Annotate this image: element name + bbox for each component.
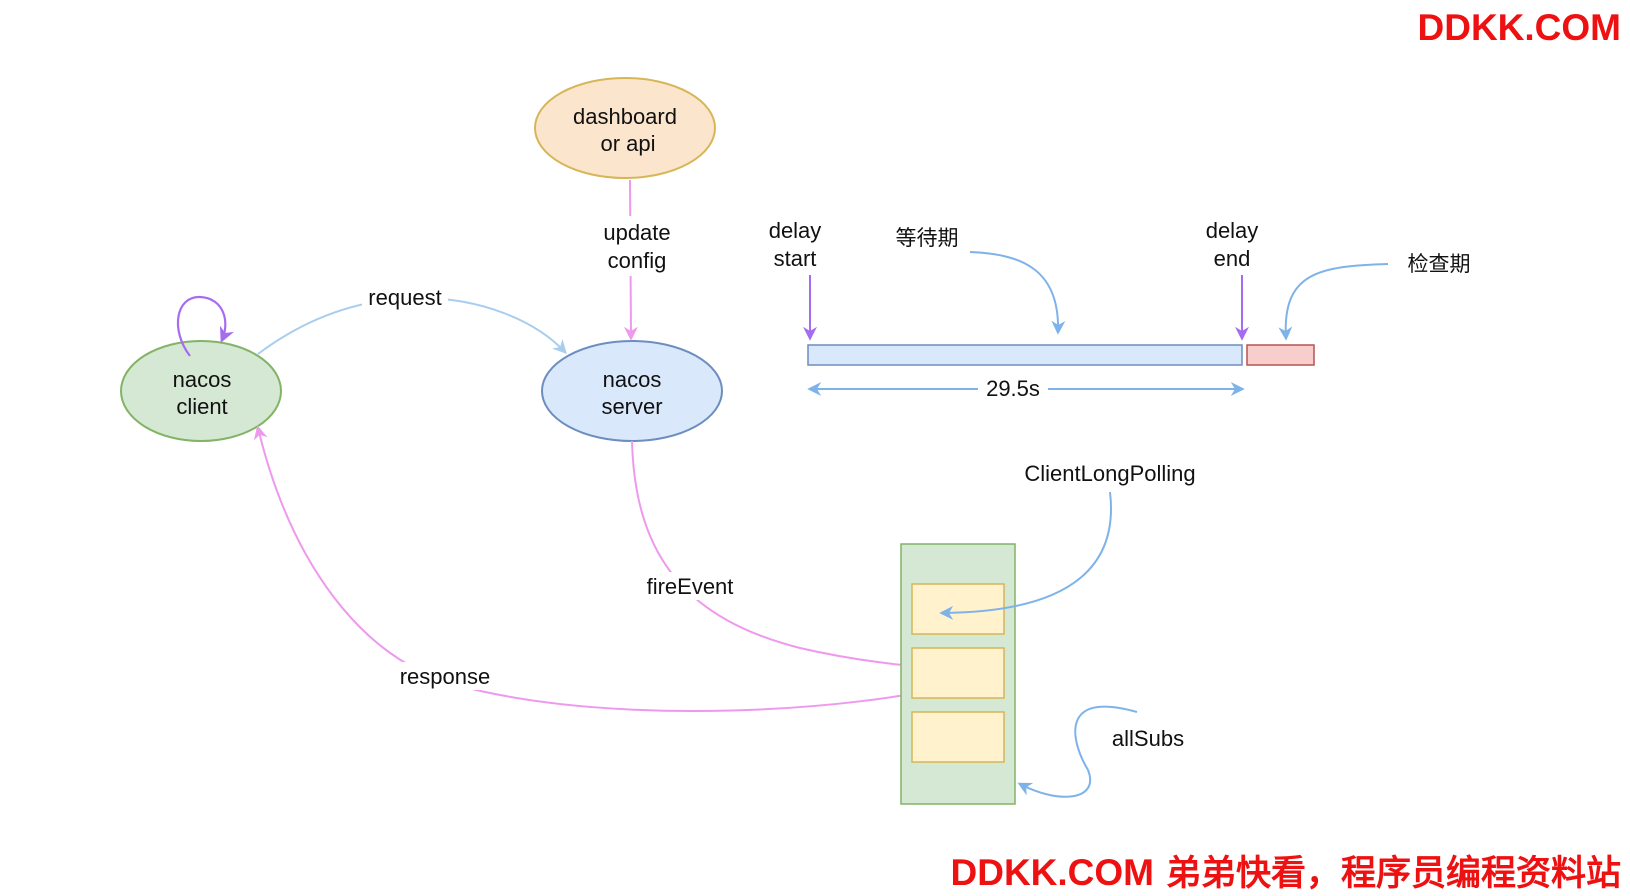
all-subs-label: allSubs	[1112, 726, 1184, 751]
check-period-bar	[1246, 344, 1315, 366]
delay-start-label-line2: start	[774, 246, 817, 271]
duration-label: 29.5s	[986, 376, 1040, 401]
client-self-loop-arrow	[176, 295, 235, 357]
dashboard-label-line1: dashboard	[573, 104, 677, 129]
check-period-arrow	[1278, 263, 1389, 341]
request-label: request	[368, 285, 441, 310]
watermark-top: DDKK.COM	[1418, 7, 1621, 48]
timeline: delay start delay end 等待期 检查期 29.5s	[769, 218, 1471, 402]
all-subs-container	[900, 543, 1016, 805]
response-label: response	[400, 664, 491, 689]
server-node: nacos server	[541, 340, 723, 442]
watermark-bottom-brand: DDKK.COM	[951, 852, 1154, 893]
watermark-bottom-slogan: 弟弟快看，程序员编程资料站	[1166, 854, 1621, 894]
client-node: nacos client	[120, 340, 282, 442]
waiting-period-bar	[807, 344, 1243, 366]
fire-event-label: fireEvent	[647, 574, 734, 599]
client-label-line1: nacos	[173, 367, 232, 392]
subscription-slot	[911, 647, 1005, 699]
all-subs-arrow	[1017, 705, 1138, 798]
subscription-slot	[911, 711, 1005, 763]
response-arrow	[253, 425, 959, 713]
waiting-period-label: 等待期	[896, 226, 959, 250]
server-label-line1: nacos	[603, 367, 662, 392]
client-long-polling-label: ClientLongPolling	[1024, 461, 1195, 486]
client-label-line2: client	[176, 394, 227, 419]
client-long-polling-arrow	[939, 491, 1112, 620]
delay-end-label-line2: end	[1214, 246, 1251, 271]
delay-end-label-line1: delay	[1206, 218, 1259, 243]
watermark-bottom: DDKK.COM 弟弟快看，程序员编程资料站	[951, 852, 1622, 894]
update-config-label-line2: config	[608, 248, 667, 273]
check-period-label: 检查期	[1408, 252, 1471, 276]
subscription-slot	[911, 583, 1005, 635]
delay-start-label-line1: delay	[769, 218, 822, 243]
dashboard-label-line2: or api	[600, 131, 655, 156]
waiting-period-arrow	[969, 251, 1066, 335]
update-config-label-line1: update	[603, 220, 670, 245]
dashboard-node: dashboard or api	[534, 77, 716, 179]
server-label-line2: server	[601, 394, 662, 419]
